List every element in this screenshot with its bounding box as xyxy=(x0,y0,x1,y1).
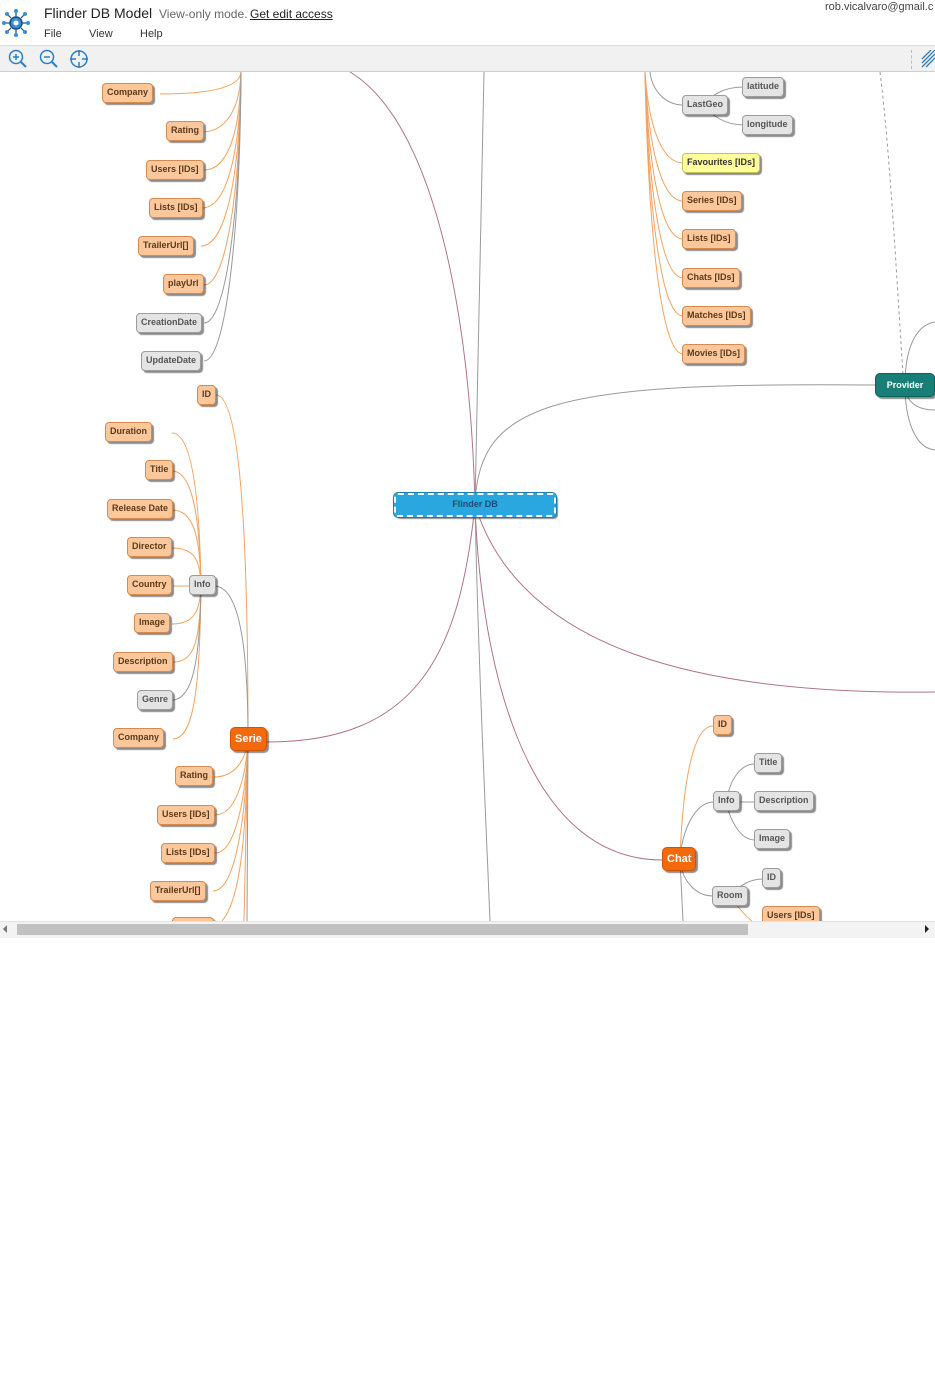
zoom-out-icon[interactable] xyxy=(39,49,59,69)
node-serie-image[interactable]: Image xyxy=(134,613,171,633)
node-serie-description[interactable]: Description xyxy=(113,652,173,672)
zoom-in-icon[interactable] xyxy=(8,49,28,69)
node-chat-title[interactable]: Title xyxy=(754,753,783,773)
header: Flinder DB Model View-only mode. Get edi… xyxy=(0,0,935,45)
node-serie-director[interactable]: Director xyxy=(127,537,172,557)
node-provider[interactable]: Provider xyxy=(875,373,935,397)
node-movie-company[interactable]: Company xyxy=(102,83,154,103)
node-chat-id[interactable]: ID xyxy=(713,715,732,735)
node-serie-info[interactable]: Info xyxy=(189,575,216,595)
crosshair-icon[interactable] xyxy=(69,49,89,69)
scroll-left-arrow-icon[interactable] xyxy=(3,925,7,933)
app-window: Flinder DB Model View-only mode. Get edi… xyxy=(0,0,935,938)
node-movies-ids[interactable]: Movies [IDs] xyxy=(682,344,746,364)
node-movie-update-date[interactable]: UpdateDate xyxy=(141,351,202,371)
node-chats-ids[interactable]: Chats [IDs] xyxy=(682,268,740,288)
node-room-id[interactable]: ID xyxy=(762,868,781,888)
diagonal-lines-icon[interactable] xyxy=(920,50,935,69)
node-serie-release-date[interactable]: Release Date xyxy=(107,499,174,519)
node-favourites-ids[interactable]: Favourites [IDs] xyxy=(682,153,761,173)
view-only-mode-label: View-only mode. xyxy=(159,7,248,21)
node-room[interactable]: Room xyxy=(712,886,748,906)
node-serie-lists-ids[interactable]: Lists [IDs] xyxy=(161,843,215,863)
node-longitude[interactable]: longitude xyxy=(742,115,793,135)
node-latitude[interactable]: latitude xyxy=(742,77,785,97)
node-serie[interactable]: Serie xyxy=(230,727,267,751)
node-serie-id[interactable]: ID xyxy=(197,385,216,405)
node-root-flinder-db[interactable]: Flinder DB xyxy=(393,492,557,518)
app-logo-icon xyxy=(2,9,30,37)
node-last-geo[interactable]: LastGeo xyxy=(682,95,729,115)
node-user-lists-ids[interactable]: Lists [IDs] xyxy=(682,229,736,249)
menu-file[interactable]: File xyxy=(44,28,62,40)
node-serie-title[interactable]: Title xyxy=(145,460,174,480)
horizontal-scrollbar[interactable] xyxy=(0,921,935,938)
node-serie-cut-off[interactable] xyxy=(172,917,214,921)
scroll-right-arrow-icon[interactable] xyxy=(925,925,929,933)
node-movie-users-ids[interactable]: Users [IDs] xyxy=(146,160,204,180)
node-movie-creation-date[interactable]: CreationDate xyxy=(136,313,203,333)
node-movie-rating[interactable]: Rating xyxy=(166,121,204,141)
mindmap-canvas[interactable]: Company Rating Users [IDs] Lists [IDs] T… xyxy=(0,72,935,921)
toolbar-separator xyxy=(911,50,913,69)
node-serie-company[interactable]: Company xyxy=(113,728,165,748)
node-room-users-ids[interactable]: Users [IDs] xyxy=(762,906,820,921)
user-email[interactable]: rob.vicalvaro@gmail.c xyxy=(825,1,934,13)
node-movie-play-url[interactable]: playUrl xyxy=(163,274,204,294)
scrollbar-thumb[interactable] xyxy=(17,924,748,935)
node-movie-trailer-url[interactable]: TrailerUrl[] xyxy=(138,236,194,256)
node-movie-lists-ids[interactable]: Lists [IDs] xyxy=(149,198,203,218)
menu-view[interactable]: View xyxy=(89,28,113,40)
node-serie-trailer-url[interactable]: TrailerUrl[] xyxy=(150,881,206,901)
menu-help[interactable]: Help xyxy=(140,28,163,40)
node-matches-ids[interactable]: Matches [IDs] xyxy=(682,306,751,326)
node-serie-duration[interactable]: Duration xyxy=(105,422,152,442)
node-chat-info[interactable]: Info xyxy=(713,791,740,811)
node-chat[interactable]: Chat xyxy=(662,847,697,871)
node-serie-users-ids[interactable]: Users [IDs] xyxy=(157,805,215,825)
toolbar xyxy=(0,45,935,72)
node-series-ids[interactable]: Series [IDs] xyxy=(682,191,742,211)
node-serie-rating[interactable]: Rating xyxy=(175,766,213,786)
node-serie-genre[interactable]: Genre xyxy=(137,690,174,710)
get-edit-access-link[interactable]: Get edit access xyxy=(250,7,333,21)
node-chat-image[interactable]: Image xyxy=(754,829,791,849)
document-title: Flinder DB Model xyxy=(44,5,153,21)
node-chat-description[interactable]: Description xyxy=(754,791,814,811)
node-serie-country[interactable]: Country xyxy=(127,575,172,595)
